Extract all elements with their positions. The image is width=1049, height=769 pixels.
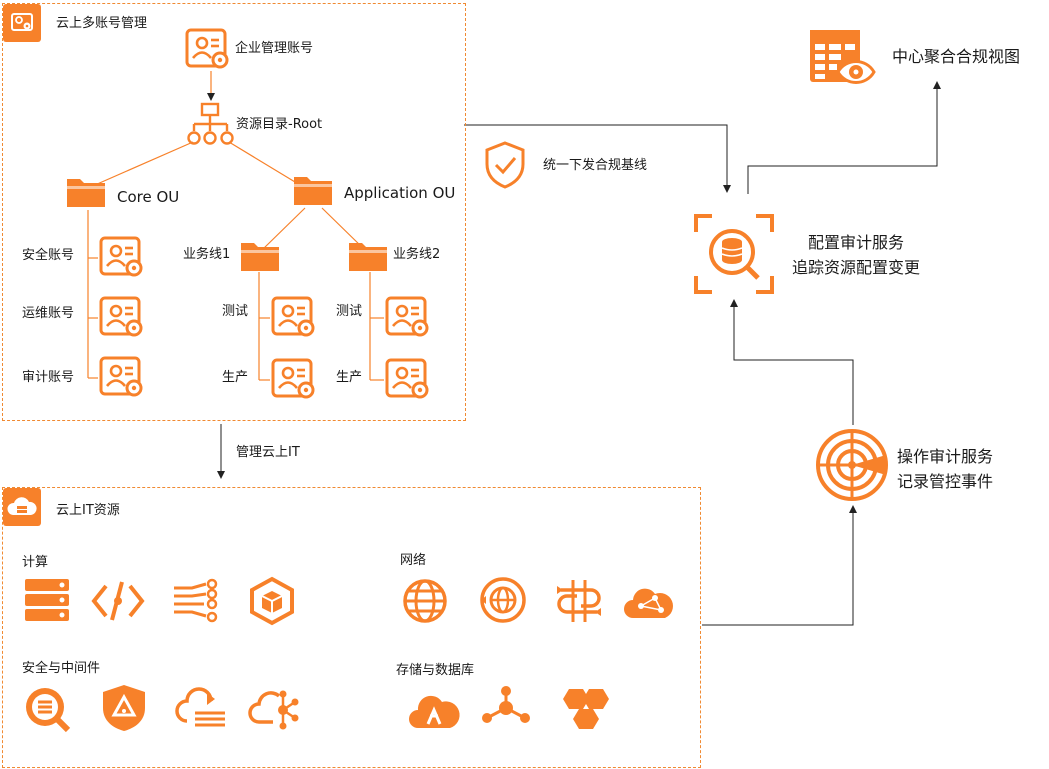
cloud-hub-icon — [248, 690, 299, 730]
ops-account-label: 运维账号 — [22, 306, 75, 321]
bl1-prod-label: 生产 — [222, 370, 249, 385]
business-line-2-folder-icon — [349, 243, 387, 271]
account-mgmt-badge-icon — [3, 4, 41, 42]
security-shield-icon — [103, 685, 145, 731]
line-root-to-app — [228, 141, 301, 186]
arrow-action-to-config — [730, 299, 854, 425]
server-icon — [25, 579, 69, 621]
enterprise-account-icon — [185, 28, 229, 69]
compliance-view-label: 中心聚合合规视图 — [892, 47, 1021, 66]
manage-it-label: 管理云上IT — [236, 445, 300, 460]
shield-check-icon — [485, 141, 525, 189]
cloud-network-icon — [624, 588, 673, 618]
application-ou-folder-icon — [294, 177, 332, 205]
security-middleware-heading: 安全与中间件 — [22, 661, 101, 676]
core-ou-folder-icon — [67, 179, 105, 207]
message-queue-icon — [175, 687, 225, 727]
security-account-icon — [99, 236, 143, 277]
audit-account-icon — [99, 356, 143, 397]
line-app-to-bl1 — [261, 207, 306, 251]
enterprise-account-label: 企业管理账号 — [235, 41, 314, 56]
resource-directory-label: 资源目录-Root — [236, 117, 323, 132]
object-storage-icon — [409, 695, 460, 728]
ops-account-icon — [99, 296, 143, 337]
application-ou-label: Application OU — [344, 184, 456, 202]
load-balancer-icon — [174, 578, 218, 623]
log-search-icon — [26, 688, 71, 733]
arrow-it-to-action — [702, 505, 857, 626]
hexagon-database-icon — [563, 689, 609, 729]
config-audit-title: 配置审计服务 — [808, 233, 905, 252]
action-audit-title: 操作审计服务 — [897, 447, 994, 466]
business-line-1-folder-icon — [241, 243, 279, 271]
config-audit-icon — [694, 214, 774, 294]
security-account-label: 安全账号 — [22, 248, 75, 263]
compute-heading: 计算 — [22, 555, 49, 570]
arrow-to-compliance — [747, 81, 941, 194]
action-audit-radar-icon — [816, 429, 888, 501]
compliance-view-icon — [810, 30, 876, 84]
bl2-test-account-icon — [385, 296, 429, 337]
bl2-prod-label: 生产 — [336, 370, 363, 385]
line-root-to-core — [94, 141, 194, 186]
express-connect-icon — [557, 580, 601, 622]
arrow-baseline — [464, 124, 731, 193]
function-compute-icon — [91, 581, 145, 621]
network-gateway-icon — [480, 577, 526, 623]
org-title: 云上多账号管理 — [56, 16, 148, 31]
business-line-2-label: 业务线2 — [393, 247, 441, 262]
resource-directory-icon — [187, 102, 234, 145]
container-service-icon — [250, 576, 294, 626]
business-line-1-label: 业务线1 — [183, 247, 231, 262]
core-ou-label: Core OU — [117, 188, 180, 206]
config-audit-desc: 追踪资源配置变更 — [792, 258, 921, 277]
bl2-test-label: 测试 — [336, 304, 363, 319]
bl1-prod-account-icon — [271, 358, 315, 399]
bl2-prod-account-icon — [385, 358, 429, 399]
it-resources-title: 云上IT资源 — [56, 503, 120, 518]
network-heading: 网络 — [400, 553, 427, 568]
it-resources-boundary — [2, 487, 701, 768]
org-boundary — [2, 3, 466, 421]
storage-db-heading: 存储与数据库 — [396, 663, 475, 678]
bl1-test-account-icon — [271, 296, 315, 337]
audit-account-label: 审计账号 — [22, 370, 75, 385]
cloud-badge-icon — [3, 488, 41, 526]
action-audit-desc: 记录管控事件 — [897, 472, 994, 491]
bl1-test-label: 测试 — [222, 304, 249, 319]
globe-icon — [403, 579, 447, 623]
graph-database-icon — [482, 686, 530, 723]
baseline-label: 统一下发合规基线 — [543, 158, 648, 173]
